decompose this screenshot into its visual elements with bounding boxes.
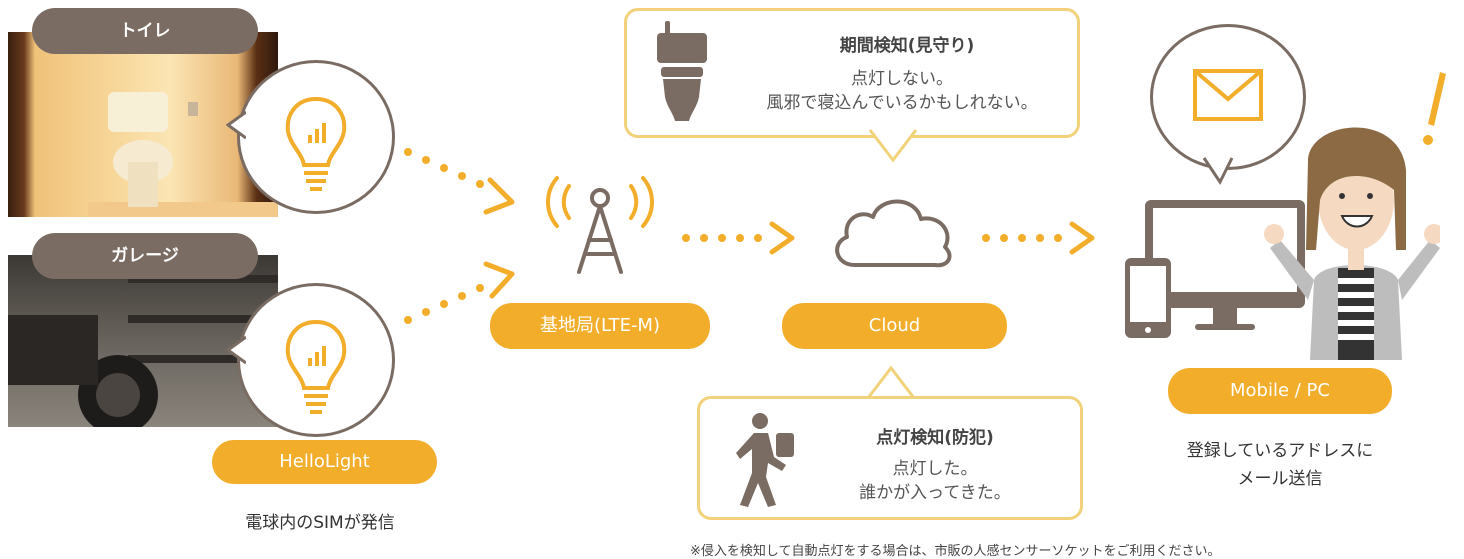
arrow-to-devices (982, 221, 1095, 255)
lightbulb-icon (285, 96, 347, 191)
mail-bubble-tail (1202, 157, 1234, 185)
toilet-image (88, 92, 278, 217)
callout-watch-line1: 点灯しない。 (851, 69, 953, 89)
bubble-tail-toilet (226, 110, 246, 140)
callout-security-line2: 誰かが入ってきた。 (859, 483, 1011, 503)
toilet-label: トイレ (32, 8, 258, 54)
mail-bubble (1150, 24, 1306, 170)
envelope-icon (1193, 69, 1263, 121)
callout-security-line1: 点灯した。 (892, 459, 978, 479)
arrow-to-cloud (682, 221, 795, 255)
signal-arrows-left (404, 148, 515, 324)
base-station-label: 基地局(LTE-M) (490, 303, 710, 349)
callout-watch-tail (868, 129, 918, 163)
walking-person-icon (736, 413, 794, 507)
arrow-head-icon (769, 221, 795, 255)
arrow-head-icon (1069, 221, 1095, 255)
garage-image (8, 275, 278, 427)
exclamation-icon (1423, 72, 1446, 145)
device-caption: 電球内のSIMが発信 (245, 513, 395, 533)
footnote: ※侵入を検知して自動点灯をする場合は、市販の人感センサーソケットをご利用ください… (690, 544, 1221, 559)
target-caption-line1: 登録しているアドレスに (1186, 441, 1374, 461)
garage-label: ガレージ (32, 233, 258, 279)
garage-photo (8, 255, 278, 427)
lightbulb-icon (285, 319, 347, 414)
cloud-icon (835, 199, 952, 268)
callout-security-title: 点灯検知(防犯) (876, 428, 994, 448)
callout-security: 点灯検知(防犯) 点灯した。 誰かが入ってきた。 (697, 396, 1083, 520)
antenna-tower-icon (546, 176, 654, 274)
arrow-head-icon (483, 177, 515, 215)
toilet-icon (657, 21, 707, 121)
bulb-bubble-toilet (237, 60, 395, 214)
callout-watch: 期間検知(見守り) 点灯しない。 風邪で寝込んでいるかもしれない。 (624, 8, 1080, 138)
target-caption-line2: メール送信 (1237, 469, 1323, 489)
callout-watch-title: 期間検知(見守り) (839, 36, 975, 56)
arrow-head-icon (483, 261, 515, 299)
callout-security-tail (866, 365, 916, 399)
bubble-tail-garage (226, 335, 246, 365)
cloud-label: Cloud (782, 303, 1007, 349)
mobile-pc-label: Mobile / PC (1168, 368, 1392, 414)
callout-watch-line2: 風邪で寝込んでいるかもしれない。 (766, 93, 1038, 113)
woman-illustration (1264, 127, 1440, 360)
bulb-bubble-garage (237, 283, 395, 437)
hellolight-label: HelloLight (212, 440, 437, 484)
